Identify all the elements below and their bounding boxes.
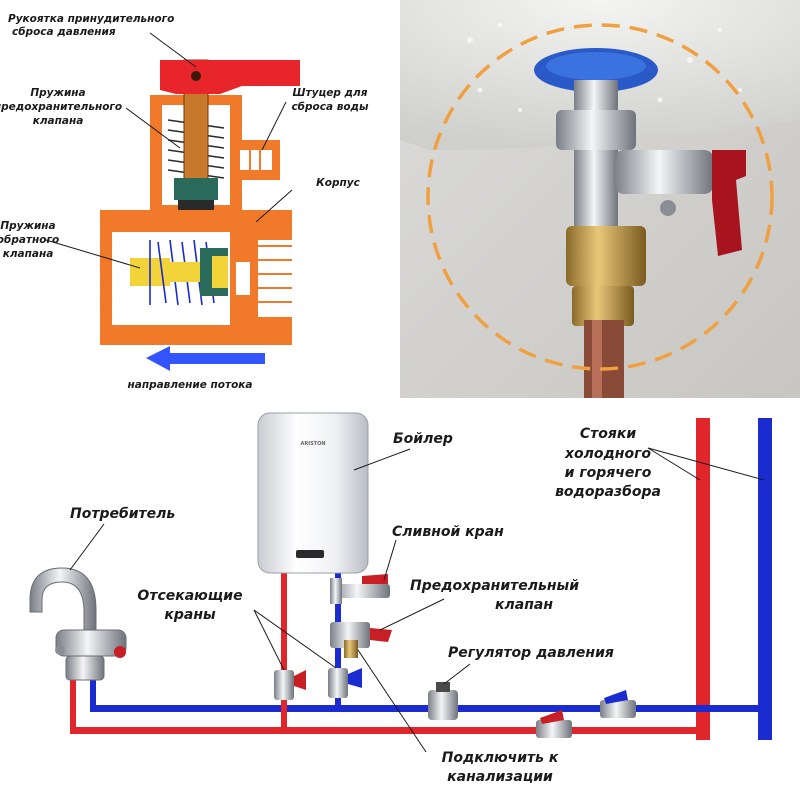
label-check-spring-line1: Пружина [0,220,55,232]
label-safety-spring-line2: предохранительного [0,101,122,113]
pressure-regulator [428,682,458,720]
cold-riser [758,418,772,740]
consumer-faucet [29,567,127,681]
label-risers-line2: холодного [564,446,651,462]
label-handle-line2: сброса давления [12,26,116,38]
label-cutoff-line1: Отсекающие [137,588,242,604]
label-drain-fitting-line2: сброса воды [291,101,369,113]
label-risers-line1: Стояки [580,426,636,442]
hot-main-pipe [70,727,710,734]
cutoff-tap-hot [274,670,306,700]
label-handle-line1: Рукоятка принудительного [8,13,174,25]
label-flow-direction: направление потока [127,379,252,391]
boiler-brand: ARISTON [300,441,325,447]
label-safety-valve-line1: Предохранительный [410,578,579,594]
label-cutoff-line2: краны [164,607,216,623]
main-cold-tap [600,690,636,718]
label-body: Корпус [316,177,360,189]
label-regulator: Регулятор давления [448,645,614,661]
label-consumer: Потребитель [70,506,175,522]
installation-scheme-panel: ARISTON [29,412,772,785]
label-risers-line3: и горячего [565,465,652,481]
boiler: ARISTON [257,412,369,574]
pressure-release-handle [160,60,300,94]
label-check-spring-line3: клапана [3,248,54,260]
photo-red-lever [712,150,746,256]
safety-piston [174,178,218,200]
main-hot-tap [536,710,572,738]
label-sewer-line2: канализации [447,769,553,785]
label-safety-spring-line3: клапана [33,115,84,127]
safety-valve [330,622,392,658]
label-risers-line4: водоразбора [555,484,661,500]
hot-riser [696,418,710,740]
check-valve [130,239,228,306]
label-safety-valve-line2: клапан [495,597,553,613]
label-drain-tap: Сливной кран [392,524,504,540]
highlight-circle [426,23,774,371]
label-safety-spring-line1: Пружина [30,87,85,99]
flow-direction-arrow [146,346,265,371]
label-sewer-line1: Подключить к [442,750,559,766]
valve-photo-panel [400,0,800,398]
label-check-spring-line2: обратного [0,234,59,246]
cutoff-tap-cold [328,668,362,698]
drain-tap [330,574,390,604]
cold-main-pipe [90,705,765,712]
label-drain-fitting-line1: Штуцер для [293,87,368,99]
label-boiler: Бойлер [393,431,453,447]
valve-section-panel: Рукоятка принудительного сброса давления… [0,13,369,391]
